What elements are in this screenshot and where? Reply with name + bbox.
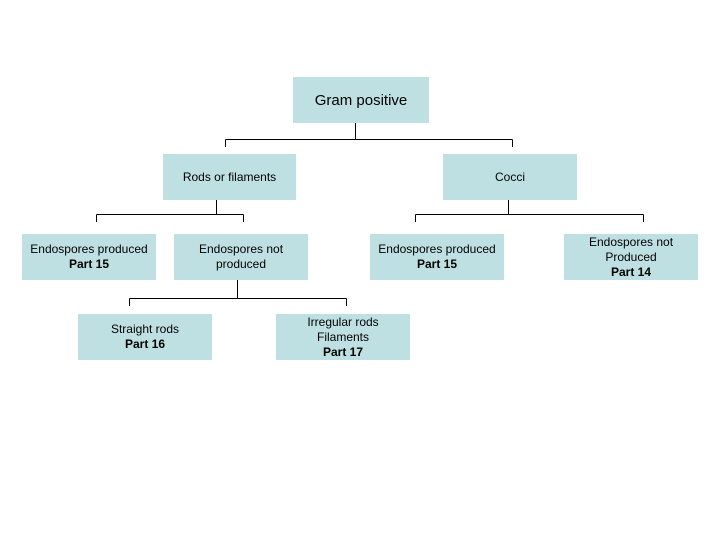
node-label: Gram positive [314, 91, 408, 109]
connector-cocci [415, 200, 644, 222]
node-cocci: Cocci [443, 154, 577, 200]
node-part: Part 15 [416, 257, 458, 271]
node-cocci-endospores-not-produced: Endospores not Produced Part 14 [564, 234, 698, 280]
connector-not-produced [129, 280, 347, 306]
node-part: Part 17 [322, 344, 364, 359]
node-label: Rods or filaments [182, 169, 277, 184]
node-label-line2: produced [215, 257, 267, 271]
node-label-line2: Filaments [316, 329, 369, 344]
node-part: Part 15 [68, 257, 110, 271]
node-label: Cocci [494, 169, 525, 184]
node-label: Endospores not [588, 234, 674, 249]
node-irregular-rods-filaments: Irregular rods Filaments Part 17 [276, 314, 410, 360]
node-label: Straight rods [110, 322, 180, 336]
node-part: Part 14 [610, 264, 652, 279]
node-label-line2: Produced [605, 249, 657, 264]
node-rods-endospores-produced: Endospores produced Part 15 [22, 234, 156, 280]
node-rods-endospores-not-produced: Endospores not produced [174, 234, 308, 280]
node-label: Irregular rods [307, 314, 379, 329]
node-rods-or-filaments: Rods or filaments [163, 154, 296, 200]
node-label: Endospores not [198, 242, 284, 256]
node-gram-positive: Gram positive [293, 77, 429, 123]
node-straight-rods: Straight rods Part 16 [78, 314, 212, 360]
node-label: Endospores produced [378, 242, 496, 256]
connector-root [225, 123, 513, 147]
node-label: Endospores produced [30, 242, 148, 256]
node-part: Part 16 [124, 337, 166, 351]
connector-rods [96, 200, 244, 222]
node-cocci-endospores-produced: Endospores produced Part 15 [370, 234, 504, 280]
